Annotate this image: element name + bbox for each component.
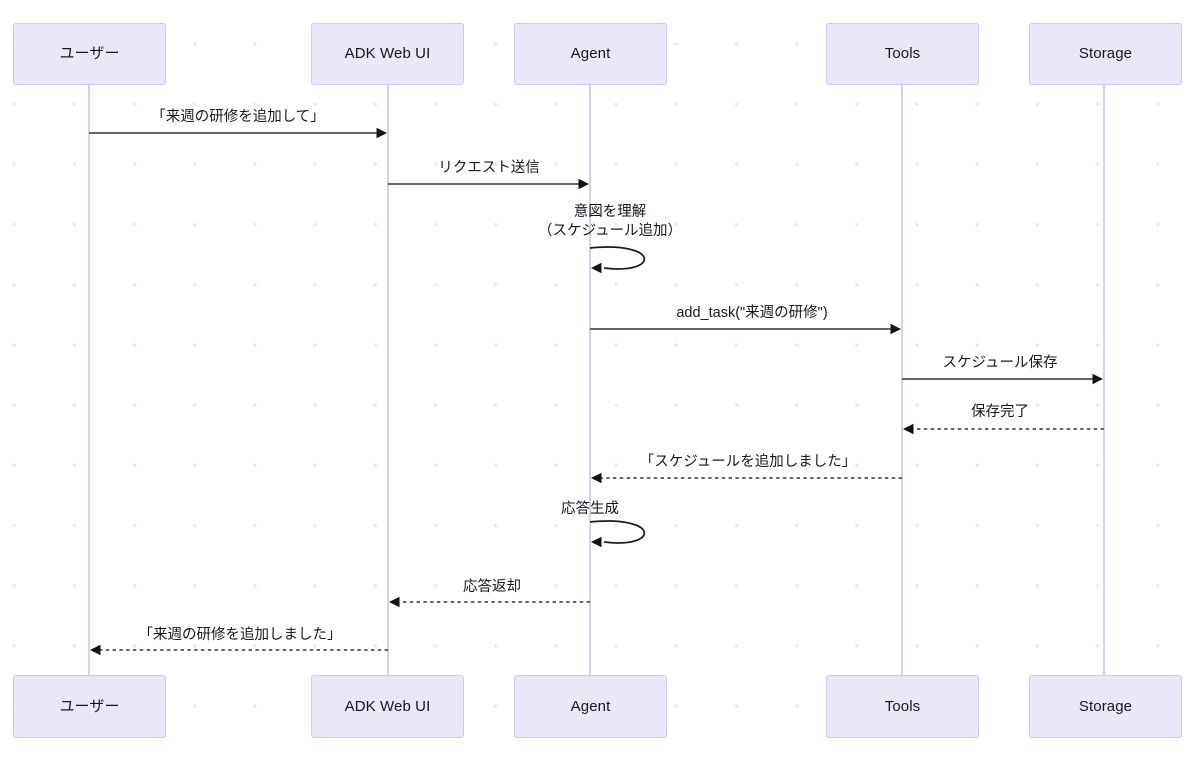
arrowhead-m3 — [591, 262, 602, 274]
actor-label-tools-top: Tools — [884, 45, 921, 62]
message-label-m8: 応答生成 — [561, 501, 619, 517]
actor-box-tools-top[interactable]: Tools — [826, 23, 979, 85]
arrowhead-m5 — [1092, 373, 1103, 385]
actor-box-webui-top[interactable]: ADK Web UI — [311, 23, 464, 85]
actor-box-tools-bottom[interactable]: Tools — [826, 675, 979, 738]
messages-group — [89, 127, 1104, 656]
arrowhead-m6 — [903, 423, 914, 435]
actor-box-user-bottom[interactable]: ユーザー — [13, 675, 166, 738]
arrowhead-m10 — [90, 644, 101, 656]
actor-label-agent-top: Agent — [570, 45, 611, 62]
actor-box-user-top[interactable]: ユーザー — [13, 23, 166, 85]
message-label-m5: スケジュール保存 — [942, 355, 1058, 371]
message-label-m9: 応答返却 — [463, 579, 521, 595]
message-label-m2: リクエスト送信 — [438, 160, 540, 176]
arrowhead-m2 — [578, 178, 589, 190]
actor-box-webui-bottom[interactable]: ADK Web UI — [311, 675, 464, 738]
arrowhead-m1 — [376, 127, 387, 139]
actor-box-agent-bottom[interactable]: Agent — [514, 675, 667, 738]
selfloop-m3 — [589, 246, 646, 270]
actor-label-storage-top: Storage — [1078, 45, 1133, 62]
actor-box-storage-top[interactable]: Storage — [1029, 23, 1182, 85]
arrowhead-m9 — [389, 596, 400, 608]
message-label-m7: 「スケジュールを追加しました」 — [639, 454, 857, 470]
message-label-m10: 「来週の研修を追加しました」 — [138, 627, 342, 643]
lifelines-group — [88, 85, 1105, 675]
message-label-m1: 「来週の研修を追加して」 — [151, 109, 325, 125]
message-label-m6: 保存完了 — [971, 404, 1029, 420]
actor-label-agent-bottom: Agent — [570, 697, 611, 715]
message-label-m4: add_task("来週の研修") — [676, 305, 828, 321]
arrowhead-m8 — [591, 536, 602, 548]
message-label-m3: 意図を理解 （スケジュール追加） — [538, 204, 682, 240]
actor-label-tools-bottom: Tools — [884, 697, 921, 715]
actor-box-storage-bottom[interactable]: Storage — [1029, 675, 1182, 738]
arrowhead-m7 — [591, 472, 602, 484]
actor-label-webui-bottom: ADK Web UI — [344, 697, 431, 715]
arrowhead-m4 — [890, 323, 901, 335]
actor-label-user-bottom: ユーザー — [59, 697, 120, 715]
actor-box-agent-top[interactable]: Agent — [514, 23, 667, 85]
actor-label-webui-top: ADK Web UI — [344, 45, 431, 62]
actor-label-storage-bottom: Storage — [1078, 697, 1133, 715]
actor-label-user-top: ユーザー — [59, 45, 120, 62]
selfloop-m8 — [589, 520, 646, 544]
